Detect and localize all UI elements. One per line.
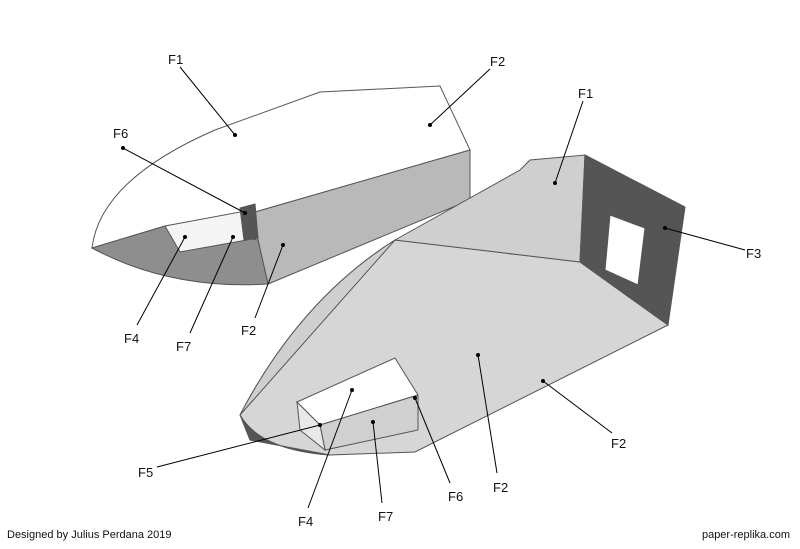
- window: [604, 214, 646, 286]
- label-f6-right: F6: [448, 489, 464, 504]
- label-f7-right: F7: [378, 509, 394, 524]
- label-f1-right: F1: [578, 86, 594, 101]
- leader-lines: [122, 66, 746, 509]
- leader-dots: [121, 123, 667, 427]
- left-top-face: [91, 85, 471, 249]
- designer-credit: Designed by Julius Perdana 2019: [7, 529, 172, 541]
- site-credit: paper-replika.com: [701, 529, 790, 541]
- right-back-wall: [239, 154, 586, 416]
- label-f2-left: F2: [241, 323, 257, 338]
- left-part: [90, 85, 471, 286]
- label-f2-right: F2: [611, 436, 627, 451]
- label-f4-left: F4: [124, 331, 140, 346]
- label-f7-left: F7: [176, 339, 192, 354]
- label-f1-left: F1: [168, 52, 184, 67]
- label-f3: F3: [746, 246, 762, 261]
- label-f4-right: F4: [298, 514, 314, 529]
- right-rim: [239, 414, 331, 456]
- right-part: [239, 154, 686, 456]
- label-f2-top: F2: [490, 54, 506, 69]
- label-f6-left: F6: [113, 126, 129, 141]
- label-f2-middle: F2: [493, 480, 509, 495]
- label-f5: F5: [138, 465, 154, 480]
- box-side: [296, 400, 326, 452]
